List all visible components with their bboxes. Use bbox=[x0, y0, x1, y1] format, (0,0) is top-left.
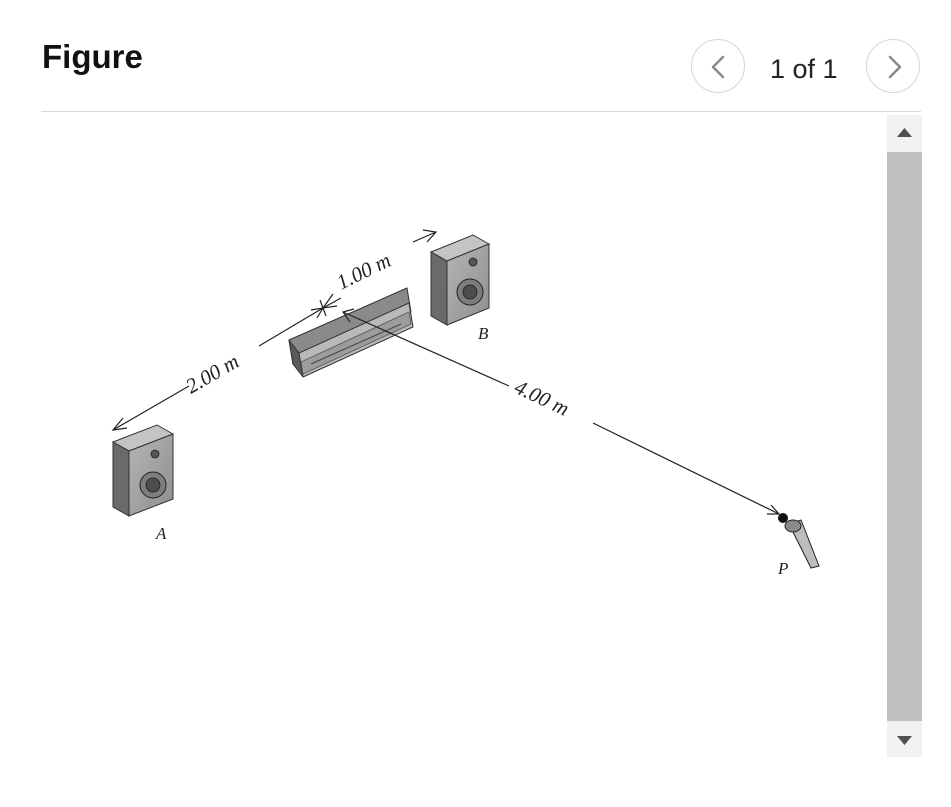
label-speaker-b: B bbox=[478, 324, 489, 343]
label-point-p: P bbox=[777, 559, 788, 578]
scroll-down-button[interactable] bbox=[887, 723, 922, 757]
speaker-b bbox=[429, 234, 491, 326]
dimension-1m bbox=[319, 229, 438, 317]
chevron-right-icon bbox=[888, 55, 902, 79]
speaker-a bbox=[111, 424, 175, 517]
figure-header: Figure 1 of 1 bbox=[0, 0, 951, 112]
dimension-4m bbox=[342, 308, 781, 515]
chevron-left-icon bbox=[711, 55, 725, 79]
next-figure-button[interactable] bbox=[866, 39, 920, 93]
vertical-scrollbar[interactable] bbox=[887, 115, 922, 757]
triangle-down-icon bbox=[897, 736, 912, 745]
triangle-up-icon bbox=[897, 128, 912, 137]
label-1m: 1.00 m bbox=[333, 248, 395, 295]
label-4m: 4.00 m bbox=[511, 375, 573, 421]
figure-image: 2.00 m 1.00 m 4.00 m B A P bbox=[41, 112, 887, 757]
previous-figure-button[interactable] bbox=[691, 39, 745, 93]
figure-title: Figure bbox=[42, 38, 143, 75]
scroll-up-button[interactable] bbox=[887, 115, 922, 149]
figure-counter: 1 of 1 bbox=[770, 54, 838, 84]
scrollbar-thumb[interactable] bbox=[887, 152, 922, 721]
microphone-p bbox=[778, 513, 820, 569]
speaker-diagram: 2.00 m 1.00 m 4.00 m B A P bbox=[111, 229, 820, 578]
header-divider bbox=[41, 111, 921, 112]
label-speaker-a: A bbox=[155, 524, 167, 543]
label-2m: 2.00 m bbox=[182, 349, 244, 398]
receiver-box bbox=[288, 287, 414, 378]
